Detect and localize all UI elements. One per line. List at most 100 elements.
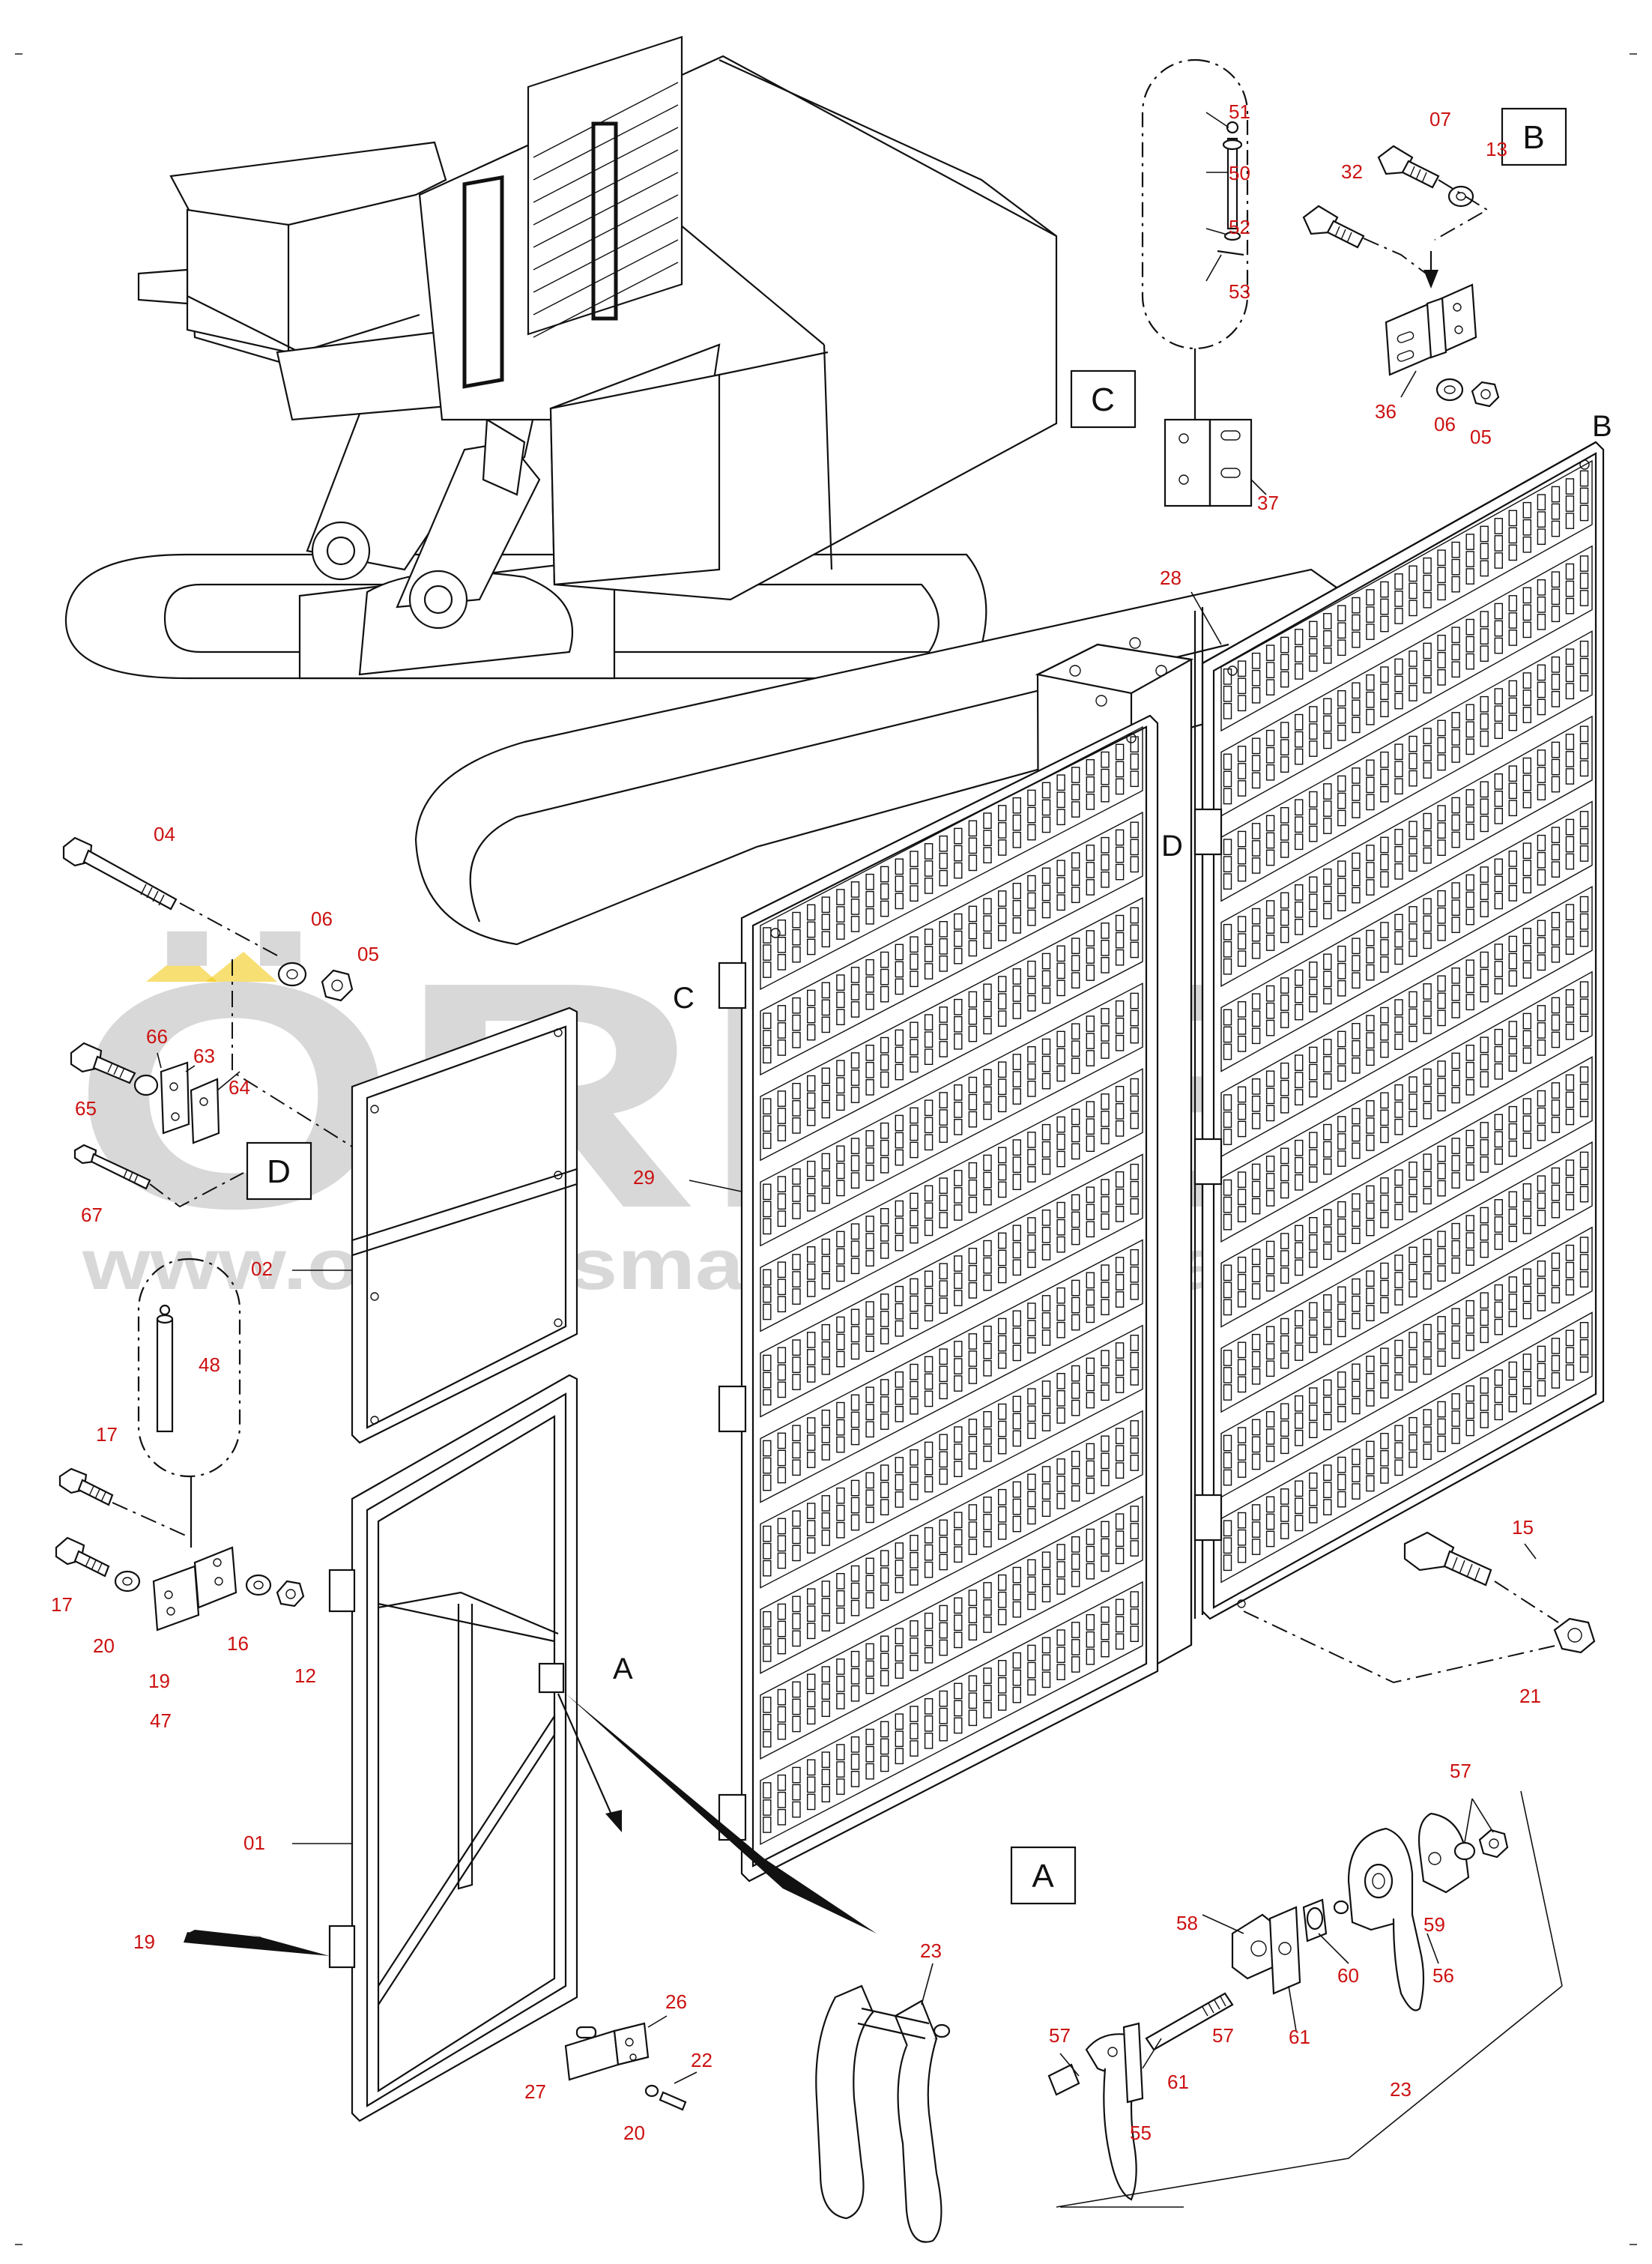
grille-slot — [821, 1512, 831, 1529]
grille-slot — [1265, 746, 1275, 764]
grille-slot — [1115, 1616, 1125, 1633]
grille-slot — [1380, 1195, 1389, 1211]
grille-slot — [997, 805, 1007, 821]
grille-slot — [1115, 761, 1125, 778]
grille-slot — [1465, 1232, 1474, 1249]
grille-slot — [1508, 1311, 1518, 1327]
grille-slot — [821, 1409, 831, 1426]
grille-slot — [1337, 707, 1346, 724]
grille-slot — [1251, 1010, 1261, 1027]
grille-slot — [1409, 1025, 1417, 1042]
grille-slot — [763, 1611, 772, 1628]
grille-slot — [1423, 574, 1432, 591]
grille-slot — [1551, 1270, 1561, 1287]
grille-slot — [939, 1434, 948, 1451]
grille-slot — [1323, 1482, 1332, 1498]
grille-slot — [910, 1551, 919, 1569]
grille-slot — [1352, 1483, 1361, 1500]
grille-slot — [1294, 1139, 1304, 1156]
grille-slot — [1265, 815, 1275, 832]
grille-slot — [1012, 1242, 1022, 1259]
grille-slot — [1423, 1102, 1432, 1120]
grille-slot — [1480, 1241, 1489, 1258]
grille-slot — [777, 1039, 787, 1056]
grille-slot — [1027, 1063, 1036, 1080]
grille-slot — [1071, 955, 1080, 971]
grille-slot — [1465, 789, 1474, 806]
grille-slot — [1012, 1225, 1022, 1242]
grille-slot — [1551, 929, 1561, 946]
grille-slot — [763, 1440, 772, 1457]
grille-slot — [954, 930, 963, 947]
grille-slot — [1056, 1133, 1065, 1150]
grille-slot — [983, 1154, 992, 1171]
grille-slot — [1041, 970, 1051, 987]
grille-slot — [939, 1297, 948, 1314]
grille-slot — [1056, 1458, 1065, 1475]
grille-slot — [954, 1597, 963, 1614]
grille-slot — [777, 1723, 787, 1740]
grille-slot — [1115, 863, 1125, 881]
grille-slot — [1101, 1623, 1110, 1640]
grille-slot — [1337, 605, 1346, 622]
grille-slot — [1071, 1126, 1080, 1143]
grille-slot — [1366, 1355, 1375, 1372]
grille-slot — [865, 1489, 874, 1506]
grille-slot — [1508, 680, 1518, 697]
grille-slot — [1537, 614, 1546, 630]
grille-slot — [1130, 736, 1139, 753]
grille-slot — [983, 1667, 992, 1684]
grille-slot — [777, 1261, 787, 1279]
grille-slot — [1508, 1225, 1518, 1243]
grille-slot — [1237, 780, 1247, 797]
grille-slot — [1579, 981, 1589, 998]
grille-slot — [1565, 597, 1575, 615]
grille-slot — [1551, 1031, 1561, 1048]
grille-slot — [1394, 828, 1403, 845]
grille-slot — [850, 1514, 860, 1531]
grille-slot — [1041, 1380, 1051, 1397]
grille-slot — [1323, 1243, 1332, 1261]
grille-slot — [1237, 865, 1247, 882]
grille-slot — [792, 1459, 801, 1476]
grille-slot — [968, 991, 978, 1008]
grille-slot — [1027, 1491, 1036, 1508]
grille-slot — [895, 1234, 904, 1252]
grille-slot — [1465, 1419, 1474, 1437]
grille-slot — [1056, 860, 1065, 877]
grille-slot — [806, 904, 816, 921]
grille-slot — [792, 1186, 801, 1202]
grille-slot — [792, 997, 801, 1014]
grille-slot — [865, 1044, 874, 1061]
grille-slot — [1437, 1162, 1446, 1180]
grille-slot — [1041, 1415, 1051, 1431]
grille-slot — [806, 1092, 816, 1109]
grille-slot — [939, 1365, 948, 1383]
grille-slot — [1251, 1350, 1261, 1368]
grille-slot — [1027, 1080, 1036, 1097]
grille-slot — [865, 1472, 874, 1489]
grille-slot — [792, 1613, 801, 1630]
grille-slot — [1480, 611, 1489, 627]
grille-slot — [1237, 1018, 1247, 1035]
grille-slot — [1394, 1289, 1403, 1305]
grille-slot — [1294, 1327, 1304, 1344]
grille-slot — [968, 1590, 978, 1606]
grille-slot — [1380, 1365, 1389, 1382]
grille-slot — [968, 1350, 978, 1367]
grille-slot — [1565, 1329, 1575, 1347]
grille-slot — [763, 1098, 772, 1115]
letter-c: C — [673, 982, 695, 1015]
grille-slot — [777, 1808, 787, 1826]
grille-slot — [1027, 1405, 1036, 1422]
grille-slot — [1027, 1302, 1036, 1319]
grille-slot — [1366, 776, 1375, 794]
grille-slot — [821, 1700, 831, 1717]
grille-slot — [821, 1426, 831, 1443]
grille-slot — [850, 967, 860, 983]
grille-slot — [1366, 1270, 1375, 1287]
grille-slot — [968, 1282, 978, 1299]
grille-slot — [1115, 1291, 1125, 1308]
grille-slot — [1366, 1100, 1375, 1117]
grille-row — [1220, 1141, 1593, 1413]
